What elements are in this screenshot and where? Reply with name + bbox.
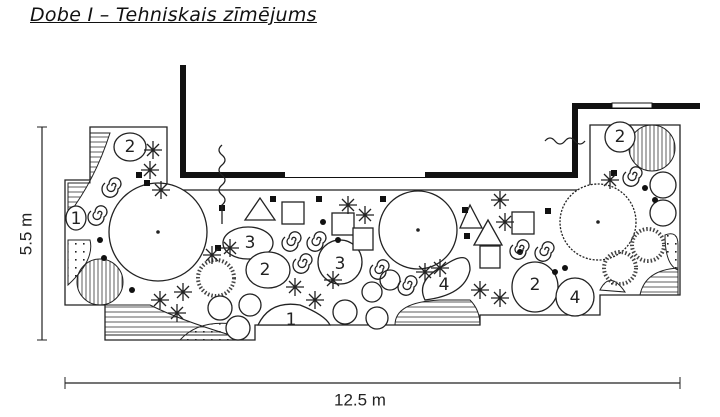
lawn-area — [639, 267, 679, 296]
lawn-area — [67, 132, 111, 217]
tree — [108, 182, 208, 282]
height-label: 5.5 m — [16, 213, 35, 256]
tree — [559, 183, 637, 261]
plant-label: 2 — [260, 260, 271, 280]
geometric-plants — [243, 196, 535, 269]
grass-clump — [196, 258, 236, 298]
lawn-area — [394, 299, 481, 326]
climber — [218, 144, 226, 224]
plant-label: 4 — [570, 288, 581, 308]
tree — [378, 190, 458, 270]
gravel-area — [599, 280, 627, 293]
shrub-hatched — [628, 124, 676, 172]
width-label: 12.5 m — [334, 390, 386, 409]
width-dimension: 12.5 m — [64, 377, 681, 409]
gravel-area — [664, 233, 679, 271]
bed-outline — [64, 124, 681, 341]
gravel-area — [67, 239, 92, 287]
small-shrubs — [207, 171, 677, 341]
height-dimension: 5.5 m — [16, 126, 47, 341]
page-title: Dobe I – Tehniskais zīmējums — [30, 4, 317, 26]
plant-label: 2 — [615, 127, 626, 147]
climber — [544, 137, 586, 145]
shrub-hatched — [76, 258, 124, 306]
grass-clump — [602, 250, 638, 286]
grass-clump — [630, 227, 666, 263]
plant-label: 1 — [286, 310, 297, 330]
house-wall — [180, 65, 700, 178]
plant-label: 3 — [335, 254, 346, 274]
plant-label: 1 — [71, 209, 82, 229]
plant-labels: 2 1 3 2 3 4 1 2 4 2 — [71, 127, 626, 330]
plant-label: 4 — [439, 275, 450, 295]
plant-label: 2 — [125, 137, 136, 157]
plant-label: 2 — [530, 275, 541, 295]
plant-label: 3 — [245, 233, 256, 253]
